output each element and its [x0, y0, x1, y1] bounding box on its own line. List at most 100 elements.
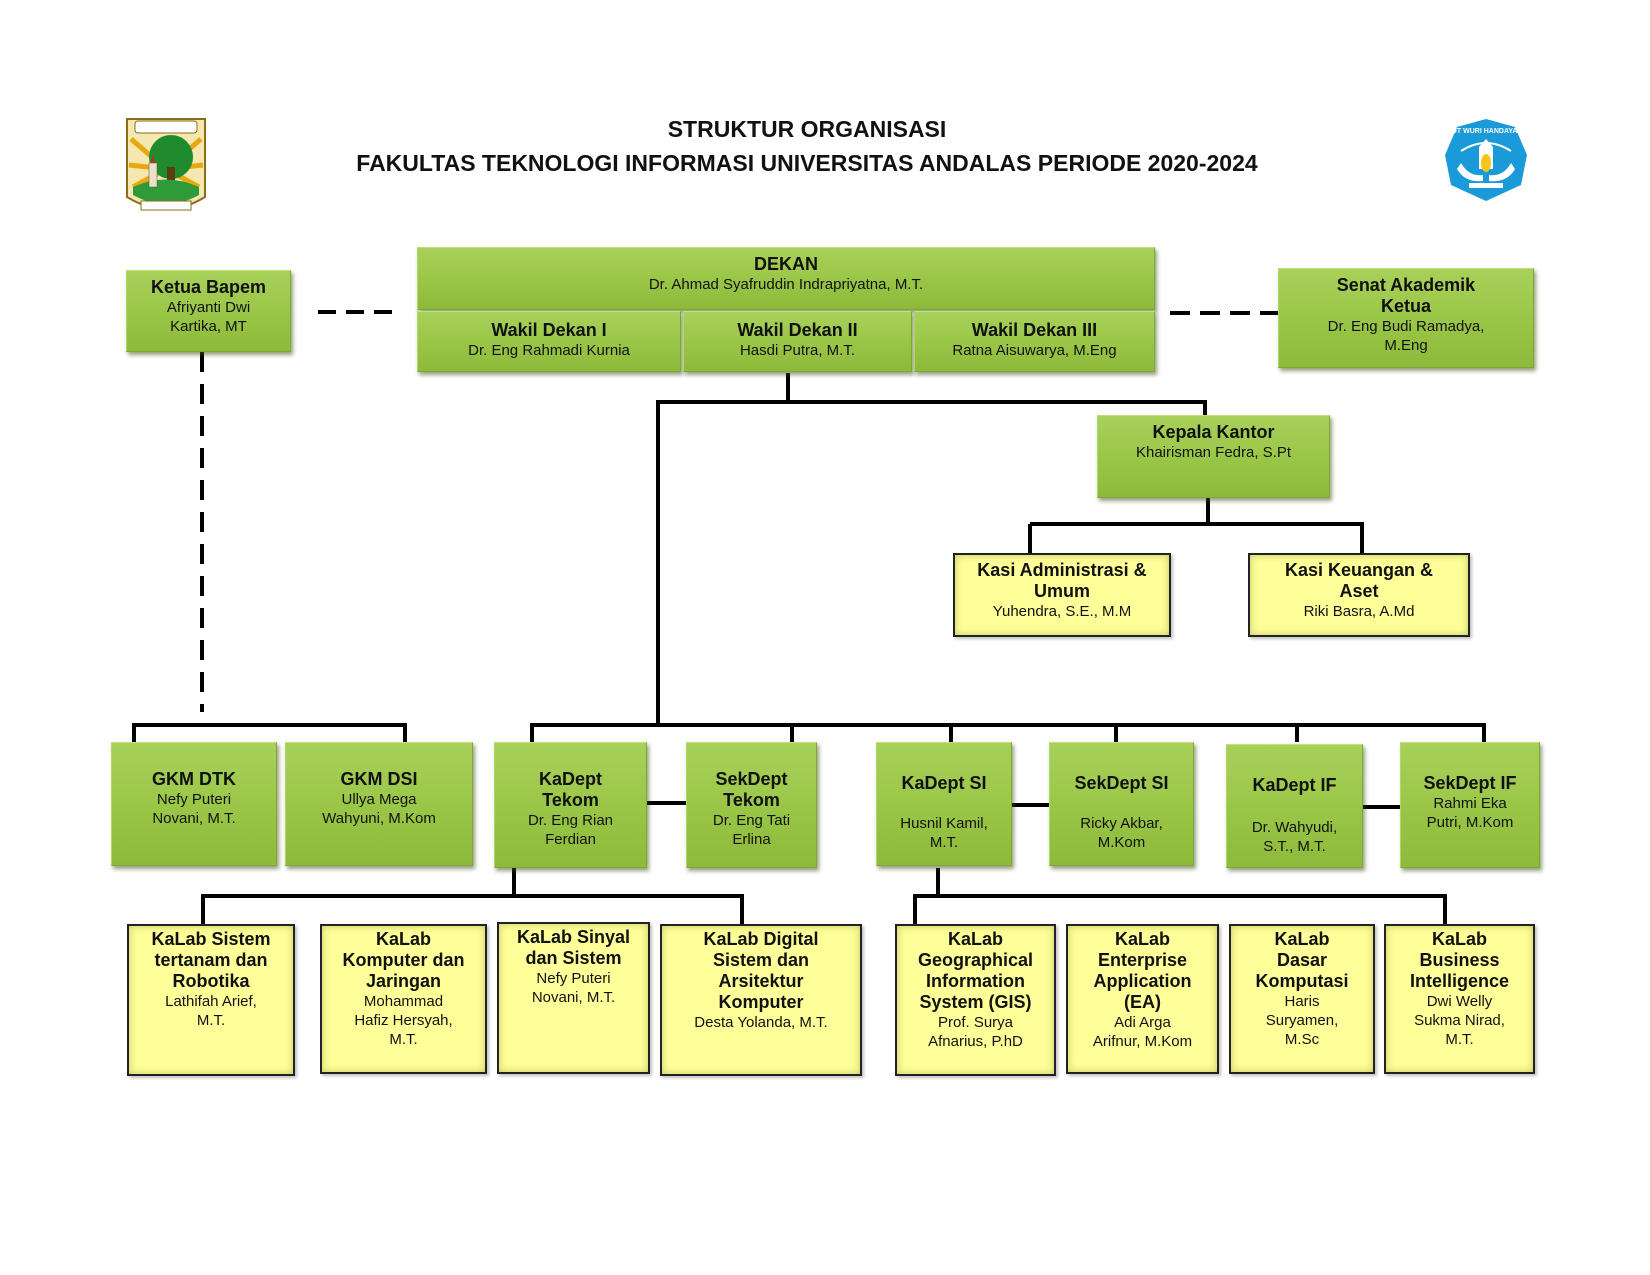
senat-akademik-box[interactable]: Senat Akademik Ketua Dr. Eng Budi Ramady…	[1278, 268, 1534, 368]
kepala-kantor-title: Kepala Kantor	[1152, 422, 1275, 442]
kalab-title-line: KaLab	[1114, 929, 1170, 949]
kasi-administrasi-box[interactable]: Kasi Administrasi & Umum Yuhendra, S.E.,…	[953, 553, 1171, 637]
dekan-name: Dr. Ahmad Syafruddin Indrapriyatna, M.T.	[648, 276, 924, 293]
kasi-keuangan-box[interactable]: Kasi Keuangan & Aset Riki Basra, A.Md	[1248, 553, 1470, 637]
kalab-name-line: Afnarius, P.hD	[928, 1033, 1023, 1050]
kalab-title-line: Arsitektur	[718, 971, 804, 991]
kalab-name-line: Prof. Surya	[937, 1014, 1014, 1031]
kalab-title-line: KaLab Digital	[703, 929, 819, 949]
kadept-if-title: KaDept IF	[1252, 775, 1337, 795]
svg-text:TUT WURI HANDAYANI: TUT WURI HANDAYANI	[1448, 128, 1525, 135]
kepala-kantor-box[interactable]: Kepala Kantor Khairisman Fedra, S.Pt	[1097, 415, 1330, 498]
kadept-tekom-name-line1: Dr. Eng Rian	[527, 812, 614, 829]
kalab-name-line: Sukma Nirad,	[1414, 1012, 1505, 1029]
gkm-dsi-box[interactable]: GKM DSI Ullya Mega Wahyuni, M.Kom	[285, 742, 473, 866]
line-tekom-labs	[201, 868, 744, 924]
ketua-bapem-name: Afriyanti Dwi Kartika, MT	[166, 299, 251, 335]
kasi-administrasi-name: Yuhendra, S.E., M.M	[992, 603, 1132, 620]
gkm-dsi-name-line2: Wahyuni, M.Kom	[322, 810, 436, 827]
kalab-name-line: Hafiz Hersyah,	[354, 1012, 453, 1029]
line-dept-bracket	[530, 723, 1486, 742]
sekdept-tekom-title-line2: Tekom	[723, 790, 780, 810]
kalab-name-line: Lathifah Arief,	[165, 993, 257, 1010]
kalab-title-line: Enterprise	[1097, 950, 1188, 970]
kalab-title-line: Sistem dan	[712, 950, 810, 970]
senat-title-line1: Senat Akademik	[1336, 275, 1476, 295]
wakil-dekan-2-box[interactable]: Wakil Dekan II Hasdi Putra, M.T.	[683, 311, 912, 372]
sekdept-tekom-name-line1: Dr. Eng Tati	[712, 812, 791, 829]
ketua-bapem-box[interactable]: Ketua Bapem Afriyanti Dwi Kartika, MT	[126, 270, 291, 352]
kadept-tekom-box[interactable]: KaDept Tekom Dr. Eng Rian Ferdian	[494, 742, 647, 868]
wakil-dekan-1-box[interactable]: Wakil Dekan I Dr. Eng Rahmadi Kurnia	[417, 311, 681, 372]
kalab-title-line: System (GIS)	[919, 992, 1032, 1012]
kalab-name-line: M.T.	[1445, 1031, 1474, 1048]
kalab-title-line: KaLab Sinyal	[516, 927, 631, 947]
kadept-si-title: KaDept SI	[901, 773, 987, 793]
kalab-name-line: Haris	[1284, 993, 1320, 1010]
kalab-title-line: Komputer	[718, 992, 804, 1012]
wakil-dekan-2-name: Hasdi Putra, M.T.	[739, 342, 856, 359]
dekan-box[interactable]: DEKAN Dr. Ahmad Syafruddin Indrapriyatna…	[417, 247, 1155, 310]
kepala-kantor-name: Khairisman Fedra, S.Pt	[1135, 444, 1292, 461]
sekdept-if-name-line2: Putri, M.Kom	[1426, 814, 1514, 831]
kalab-name-line: M.T.	[196, 1012, 226, 1029]
wakil-dekan-2-title: Wakil Dekan II	[737, 320, 858, 340]
kalab-name-line: Adi Arga	[1114, 1014, 1171, 1031]
chart-subtitle: FAKULTAS TEKNOLOGI INFORMASI UNIVERSITAS…	[356, 150, 1258, 176]
kalab-name-line: Nefy Puteri	[536, 970, 611, 987]
kasi-keuangan-name: Riki Basra, A.Md	[1303, 603, 1415, 620]
sekdept-si-box[interactable]: SekDept SI Ricky Akbar, M.Kom	[1049, 742, 1194, 866]
sekdept-if-name-line1: Rahmi Eka	[1433, 795, 1507, 812]
sekdept-si-name-line2: M.Kom	[1097, 834, 1146, 851]
kalab-title-line: Application	[1093, 971, 1192, 991]
kasi-administrasi-title-line2: Umum	[1033, 581, 1090, 601]
kalab-title-line: Business	[1419, 950, 1500, 970]
kadept-si-name-line1: Husnil Kamil,	[900, 815, 988, 832]
sekdept-if-title: SekDept IF	[1423, 773, 1517, 793]
chart-title: STRUKTUR ORGANISASI	[667, 116, 947, 142]
kalab-title-line: dan Sistem	[525, 948, 622, 968]
wakil-dekan-3-title: Wakil Dekan III	[971, 320, 1098, 340]
kalab-title-line: Komputer dan	[342, 950, 465, 970]
line-dekan-main	[656, 373, 1207, 725]
wakil-dekan-1-title: Wakil Dekan I	[491, 320, 607, 340]
kalab-title-line: KaLab Sistem	[151, 929, 271, 949]
kadept-tekom-title-line1: KaDept	[538, 769, 602, 789]
kadept-tekom-title-line2: Tekom	[542, 790, 599, 810]
kalab-name-line: M.Sc	[1284, 1031, 1320, 1048]
kalab-title-line: Information	[926, 971, 1025, 991]
line-gkm-bracket	[132, 723, 407, 742]
wakil-dekan-3-name: Ratna Aisuwarya, M.Eng	[952, 342, 1117, 359]
kalab-name-line: Mohammad	[363, 993, 444, 1010]
kalab-name-line: Novani, M.T.	[531, 989, 616, 1006]
gkm-dsi-title: GKM DSI	[340, 769, 418, 789]
sekdept-si-title: SekDept SI	[1074, 773, 1169, 793]
wakil-dekan-3-box[interactable]: Wakil Dekan III Ratna Aisuwarya, M.Eng	[914, 311, 1155, 372]
kadept-if-box[interactable]: KaDept IF Dr. Wahyudi, S.T., M.T.	[1226, 744, 1363, 868]
senat-title-line2: Ketua	[1380, 296, 1431, 316]
kalab-name-line: Desta Yolanda, M.T.	[694, 1014, 828, 1031]
kasi-administrasi-title-line1: Kasi Administrasi &	[977, 560, 1147, 580]
sekdept-if-box[interactable]: SekDept IF Rahmi Eka Putri, M.Kom	[1400, 742, 1540, 868]
ketua-bapem-title: Ketua Bapem	[150, 277, 267, 297]
universitas-andalas-logo	[123, 117, 209, 217]
kadept-si-box[interactable]: KaDept SI Husnil Kamil, M.T.	[876, 742, 1012, 866]
kadept-si-name-line2: M.T.	[929, 834, 959, 851]
kalab-name-line: Arifnur, M.Kom	[1092, 1033, 1193, 1050]
line-si-labs	[913, 868, 1447, 924]
kadept-tekom-name-line2: Ferdian	[545, 831, 596, 848]
kalab-title-line: KaLab	[947, 929, 1003, 949]
kalab-title-line: Robotika	[172, 971, 250, 991]
gkm-dtk-box[interactable]: GKM DTK Nefy Puteri Novani, M.T.	[111, 742, 277, 866]
sekdept-tekom-box[interactable]: SekDept Tekom Dr. Eng Tati Erlina	[686, 742, 817, 868]
sekdept-tekom-title-line1: SekDept	[715, 769, 788, 789]
